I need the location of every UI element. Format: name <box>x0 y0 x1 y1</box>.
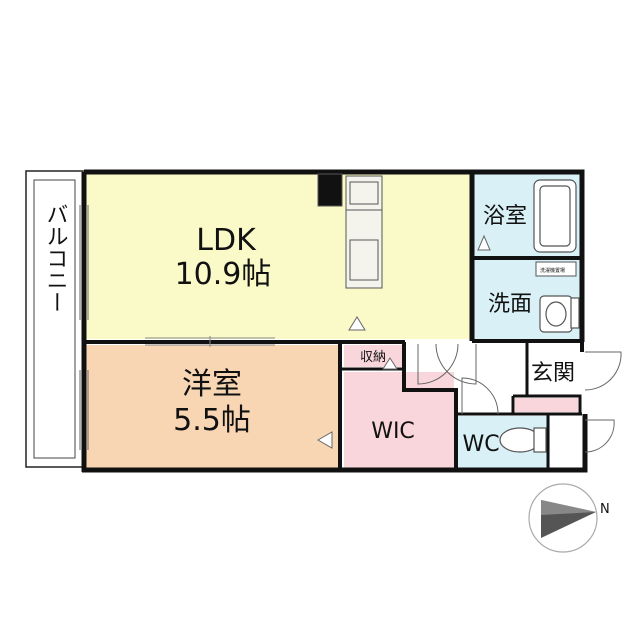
storage-label: 収納 <box>360 350 386 365</box>
balcony-label: バルコニー <box>43 203 68 313</box>
western-room-size: 5.5帖 <box>173 403 251 438</box>
ldk-name: LDK <box>196 223 257 258</box>
kitchen-counter <box>317 173 383 289</box>
windows <box>79 205 89 450</box>
entrance-step <box>515 398 578 412</box>
entry-marks <box>316 234 491 449</box>
ldk-area <box>86 174 470 339</box>
compass: N <box>528 483 610 553</box>
bath-label: 浴室 <box>483 204 527 229</box>
wic-label: WIC <box>371 419 415 444</box>
walls <box>81 169 588 473</box>
door-swings <box>417 343 622 453</box>
entrance-label: 玄関 <box>531 361 575 386</box>
sliding-door <box>145 336 275 347</box>
wc-label: WC <box>462 432 499 457</box>
western-room-name: 洋室 <box>182 367 242 402</box>
washroom-label: 洗面 <box>488 292 532 317</box>
ldk-size: 10.9帖 <box>175 257 272 292</box>
washer-label: 洗濯機置場 <box>540 267 565 274</box>
bathtub <box>533 179 577 253</box>
balcony: バルコニー <box>25 170 84 468</box>
compass-north-label: N <box>600 502 610 517</box>
western-room-area <box>86 345 338 470</box>
toilet <box>499 427 547 453</box>
washer-space: 洗濯機置場 <box>535 261 577 277</box>
wash-basin <box>539 295 580 333</box>
